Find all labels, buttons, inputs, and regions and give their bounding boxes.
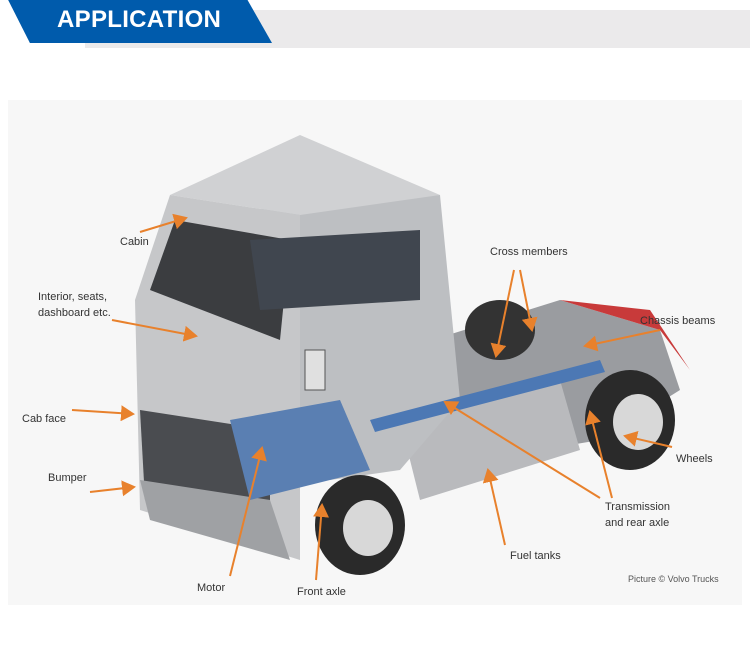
label-transmission-line1: Transmission bbox=[605, 501, 670, 513]
label-bumper: Bumper bbox=[48, 472, 87, 484]
label-fuel-tanks: Fuel tanks bbox=[510, 550, 561, 562]
label-front-axle: Front axle bbox=[297, 586, 346, 598]
label-interior-line2: dashboard etc. bbox=[38, 307, 111, 319]
rear-fender bbox=[560, 300, 690, 370]
cab-roof bbox=[170, 135, 440, 215]
engine bbox=[230, 400, 370, 500]
label-motor: Motor bbox=[197, 582, 226, 594]
header-tab bbox=[8, 0, 272, 43]
label-cab-face: Cab face bbox=[22, 413, 67, 425]
page-title: APPLICATION bbox=[57, 6, 222, 33]
picture-credit: Picture © Volvo Trucks bbox=[628, 574, 719, 584]
label-transmission-line2: and rear axle bbox=[605, 517, 670, 529]
bumper bbox=[140, 480, 290, 560]
mirror bbox=[304, 349, 326, 391]
rear-wheel-2 bbox=[465, 300, 535, 360]
bed-deck bbox=[250, 230, 420, 310]
driveshaft bbox=[370, 360, 605, 432]
callout-arrows bbox=[71, 213, 673, 581]
label-chassis-beams: Chassis beams bbox=[640, 315, 716, 327]
label-cross-members: Cross members bbox=[490, 246, 568, 258]
label-cabin: Cabin bbox=[120, 236, 149, 248]
label-interior-line1: Interior, seats, bbox=[38, 291, 108, 303]
label-wheels: Wheels bbox=[676, 453, 713, 465]
